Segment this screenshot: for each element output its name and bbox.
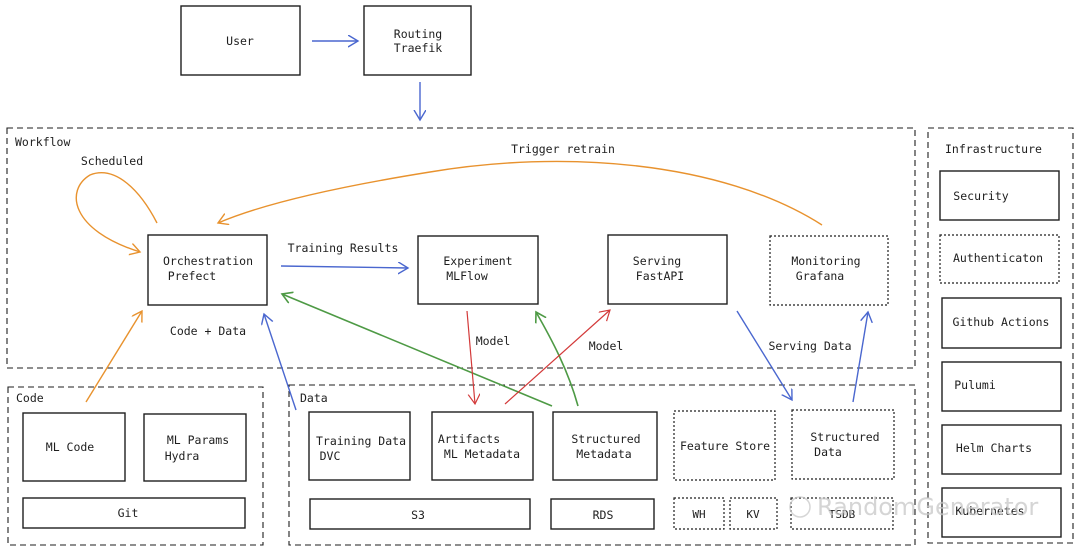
watermark-icon — [789, 496, 811, 518]
experiment-node-label-2: MLFlow — [446, 269, 488, 283]
git-node-label: Git — [118, 506, 139, 520]
s3-node-label: S3 — [411, 508, 425, 522]
trigger-retrain-label: Trigger retrain — [511, 142, 615, 156]
authentication-node — [939, 234, 1060, 284]
kubernetes-node — [941, 487, 1062, 538]
user-node — [180, 5, 301, 76]
ml-params-node-label-2: Hydra — [165, 449, 200, 463]
infrastructure-group — [927, 127, 1074, 544]
github-actions-node-label: Github Actions — [953, 315, 1050, 329]
model-down-label: Model — [476, 334, 511, 348]
kubernetes-node-label: Kubernetes — [955, 504, 1024, 518]
structured-data-node-label-2: Data — [814, 445, 842, 459]
routing-node-label-2: Traefik — [394, 41, 443, 55]
structured-data-node — [791, 409, 895, 480]
experiment-node-label-1: Experiment — [443, 254, 512, 268]
experiment-node — [417, 235, 539, 305]
github-actions-node — [941, 297, 1062, 349]
structured-data-node-label-1: Structured — [810, 430, 879, 444]
ml-code-node — [22, 412, 126, 482]
monitoring-node — [769, 235, 889, 306]
git-node — [22, 497, 246, 529]
security-node — [939, 170, 1060, 221]
rds-node-label: RDS — [593, 508, 614, 522]
arrow-serving-to-structured-data — [736, 310, 792, 400]
authentication-node-label: Authenticaton — [953, 251, 1043, 265]
kv-node-label: KV — [746, 508, 760, 521]
serving-data-label: Serving Data — [768, 339, 851, 353]
tsdb-node-label: TSDB — [829, 508, 856, 521]
pulumi-node-label: Pulumi — [954, 378, 996, 392]
feature-store-node — [673, 410, 776, 481]
orchestration-node-label-2: Prefect — [168, 269, 216, 283]
scheduled-label: Scheduled — [81, 154, 143, 168]
infrastructure-group-label: Infrastructure — [945, 142, 1042, 156]
arrow-structured-metadata-to-orchestration — [282, 294, 553, 407]
model-up-label: Model — [589, 339, 624, 353]
security-node-label: Security — [953, 189, 1008, 203]
user-node-label: User — [226, 34, 254, 48]
workflow-group-label: Workflow — [15, 135, 70, 149]
helm-charts-node-label: Helm Charts — [956, 441, 1032, 455]
ml-params-node — [143, 413, 247, 482]
arrow-ml-code-to-orchestration — [85, 311, 142, 403]
wh-node-label: WH — [692, 508, 705, 521]
routing-node-label-1: Routing — [394, 27, 442, 41]
feature-store-node-label: Feature Store — [680, 439, 770, 453]
arrow-scheduled-loop — [75, 172, 158, 252]
arrow-artifacts-to-serving — [504, 310, 610, 405]
arrow-experiment-to-artifacts — [466, 310, 475, 404]
pulumi-node — [941, 361, 1062, 412]
data-group-label: Data — [300, 391, 328, 405]
training-results-label: Training Results — [288, 241, 399, 255]
serving-node — [607, 234, 728, 305]
training-data-node — [308, 411, 411, 481]
watermark: RandomGenerator — [789, 493, 1038, 521]
arrow-structured-metadata-to-experiment — [536, 312, 579, 407]
training-data-node-label-1: Training Data — [316, 434, 406, 448]
wh-node — [673, 497, 725, 530]
training-data-node-label-2: DVC — [320, 449, 341, 463]
arrow-structured-data-to-monitoring — [852, 312, 868, 403]
routing-node — [363, 5, 472, 76]
code-data-label: Code + Data — [170, 324, 246, 338]
arrow-training-results — [280, 266, 408, 268]
helm-charts-node — [941, 424, 1062, 475]
structured-metadata-node-label-2: Metadata — [576, 447, 631, 461]
orchestration-node — [147, 234, 268, 306]
ml-params-node-label-1: ML Params — [167, 433, 229, 447]
rds-node — [550, 498, 655, 530]
monitoring-node-label-2: Grafana — [796, 269, 844, 283]
artifacts-node-label-1: Artifacts — [438, 432, 500, 446]
data-group — [288, 384, 916, 546]
structured-metadata-node-label-1: Structured — [571, 432, 640, 446]
watermark-text: RandomGenerator — [817, 493, 1038, 521]
structured-metadata-node — [552, 411, 658, 481]
arrow-trigger-retrain — [218, 160, 823, 226]
serving-node-label-1: Serving — [633, 254, 681, 268]
artifacts-node-label-2: ML Metadata — [444, 447, 520, 461]
kv-node — [729, 497, 778, 530]
monitoring-node-label-1: Monitoring — [791, 254, 860, 268]
code-group-label: Code — [16, 391, 44, 405]
serving-node-label-2: FastAPI — [636, 269, 684, 283]
s3-node — [309, 498, 531, 530]
artifacts-node — [431, 411, 534, 481]
arrow-training-data-to-orchestration — [264, 314, 297, 411]
orchestration-node-label-1: Orchestration — [163, 254, 253, 268]
code-group — [7, 386, 264, 546]
ml-code-node-label: ML Code — [46, 440, 95, 454]
